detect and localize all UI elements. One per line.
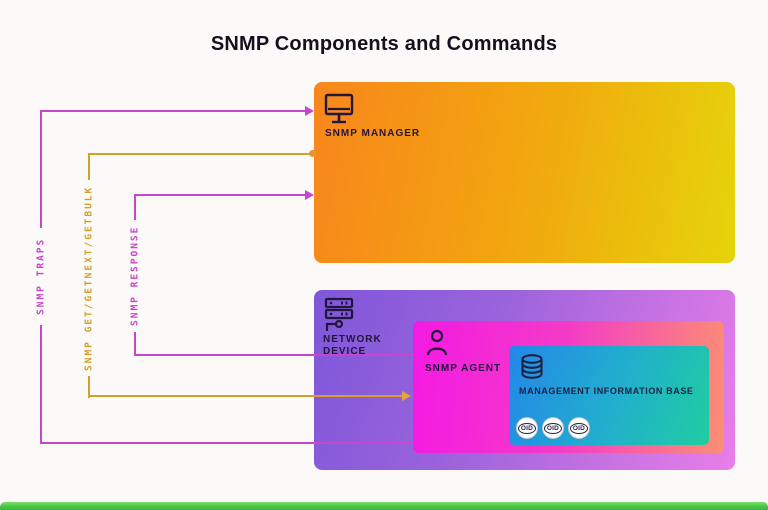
- snmp-response-label: SNMP RESPONSE: [129, 225, 141, 327]
- snmp-get-endpoint-dot: [309, 150, 316, 157]
- snmp-get-line: [88, 153, 90, 180]
- oid-badge: OID: [516, 417, 538, 439]
- snmp-traps-label: SNMP TRAPS: [35, 237, 47, 316]
- page-title: SNMP Components and Commands: [210, 33, 558, 55]
- oid-badge-label: OID: [543, 422, 563, 434]
- footer-accent-bar: [0, 502, 768, 510]
- person-icon: [425, 329, 449, 357]
- snmp-get-line: [88, 153, 314, 155]
- mib-label: MANAGEMENT INFORMATION BASE: [519, 386, 694, 396]
- snmp-manager-label: SNMP MANAGER: [325, 128, 421, 139]
- snmp-response-arrowhead: [305, 190, 314, 200]
- snmp-get-line: [88, 395, 403, 397]
- snmp-traps-arrowhead: [305, 106, 314, 116]
- snmp-response-line: [134, 194, 307, 196]
- snmp-response-line: [134, 354, 414, 356]
- snmp-agent-box: SNMP AGENT MANAGEMENT INFORMATION BASE O…: [413, 321, 724, 453]
- monitor-icon: [324, 91, 354, 127]
- snmp-agent-label: SNMP AGENT: [425, 363, 502, 374]
- snmp-get-label: SNMP GET/GETNEXT/GETBULK: [83, 185, 95, 371]
- database-icon: [519, 353, 545, 381]
- oid-badge-row: OID OID OID: [516, 417, 590, 439]
- oid-badge-label: OID: [569, 422, 589, 434]
- oid-badge: OID: [542, 417, 564, 439]
- snmp-response-line: [134, 332, 136, 356]
- snmp-manager-box: SNMP MANAGER: [314, 82, 735, 263]
- snmp-response-line: [134, 194, 136, 220]
- mib-box: MANAGEMENT INFORMATION BASE OID OID OID: [509, 346, 709, 445]
- snmp-traps-line: [40, 325, 42, 444]
- snmp-traps-line: [40, 110, 307, 112]
- network-device-label: NETWORK DEVICE: [323, 334, 382, 357]
- snmp-traps-line: [40, 110, 42, 228]
- oid-badge-label: OID: [517, 422, 537, 434]
- network-switch-icon: [322, 296, 356, 338]
- snmp-traps-line: [40, 442, 414, 444]
- oid-badge: OID: [568, 417, 590, 439]
- network-device-box: NETWORK DEVICE SNMP AGENT: [314, 290, 735, 470]
- snmp-get-line: [88, 376, 90, 398]
- snmp-get-arrowhead: [402, 391, 411, 401]
